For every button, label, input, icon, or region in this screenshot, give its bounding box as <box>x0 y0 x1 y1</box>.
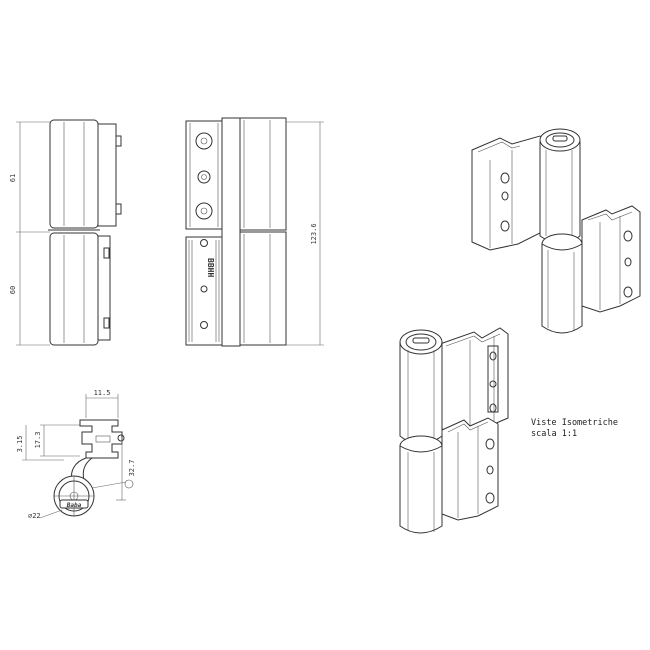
imprint-text: BBHH <box>206 258 215 277</box>
dim-width-top: 11.5 <box>94 389 111 397</box>
section-view: 11.5 17.3 3.15 ⌀22 Baba 32.7 <box>16 389 136 520</box>
side-view: BBHH 123.6 <box>185 117 324 347</box>
dim-upper-height: 61 <box>9 174 17 182</box>
dim-pin-height: 32.7 <box>128 460 136 477</box>
note-title: Viste Isometriche <box>531 418 618 428</box>
brand-logo-text: Baba <box>66 502 82 509</box>
isometric-view-lower <box>399 327 509 534</box>
dim-lower-height: 60 <box>9 286 17 294</box>
dim-offset: 3.15 <box>16 436 24 453</box>
dim-total-height: 123.6 <box>310 223 318 244</box>
isometric-view-upper <box>471 128 641 334</box>
note-scale: scala 1:1 <box>531 429 578 439</box>
dim-diameter: ⌀22 <box>28 512 41 520</box>
dim-depth: 17.3 <box>34 432 42 449</box>
isometric-note: Viste Isometriche scala 1:1 <box>531 418 618 440</box>
front-view: 61 60 <box>9 119 122 346</box>
